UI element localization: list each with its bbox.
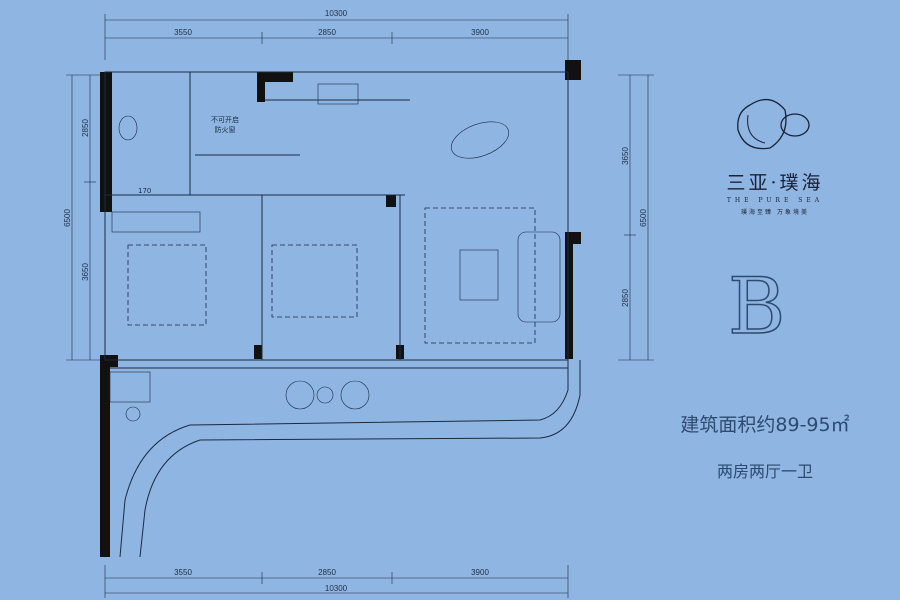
dimension-left: 2850 3650 6500 [63, 74, 102, 361]
building-area: 建筑面积约89-95㎡ [680, 414, 850, 436]
brand-name-en: THE PURE SEA [726, 197, 824, 204]
room-outlines [104, 71, 581, 558]
furniture [109, 83, 561, 422]
dim-left-seg-2: 3650 [81, 263, 90, 281]
dim-right-seg-1: 3650 [621, 147, 630, 165]
dim-top-seg-2: 2850 [318, 28, 336, 37]
dim-right-seg-2: 2850 [621, 289, 630, 307]
dim-bottom-seg-2: 2850 [318, 568, 336, 577]
dim-bottom-total: 10300 [325, 584, 348, 593]
dim-top-seg-3: 3900 [471, 28, 489, 37]
window-note-line2: 防火窗 [215, 125, 236, 134]
dim-left-seg-1: 2850 [81, 119, 90, 137]
dimension-top: 10300 3550 2850 3900 [104, 9, 569, 60]
brand-logo-icon [737, 98, 810, 150]
dimension-right: 3650 2850 6500 [618, 74, 654, 361]
dim-right-total: 6500 [639, 209, 648, 227]
dimension-bottom: 3550 2850 3900 10300 [104, 565, 569, 598]
dim-top-seg-1: 3550 [174, 28, 192, 37]
dim-bottom-seg-1: 3550 [174, 568, 192, 577]
dim-bottom-seg-3: 3900 [471, 568, 489, 577]
bath-dimension: 170 [138, 187, 151, 195]
brand-name-cn: 三亚·璞海 [726, 172, 824, 194]
room-layout: 两房两厅一卫 [716, 462, 813, 481]
unit-type-letter: B [727, 262, 786, 352]
window-note-line1: 不可开启 [211, 115, 239, 124]
brand-block: 三亚·璞海 THE PURE SEA 璞海至臻 万象境美 [700, 168, 850, 216]
brand-slogan: 璞海至臻 万象境美 [741, 209, 809, 216]
dim-left-total: 6500 [63, 209, 72, 227]
dim-top-total: 10300 [325, 9, 348, 18]
